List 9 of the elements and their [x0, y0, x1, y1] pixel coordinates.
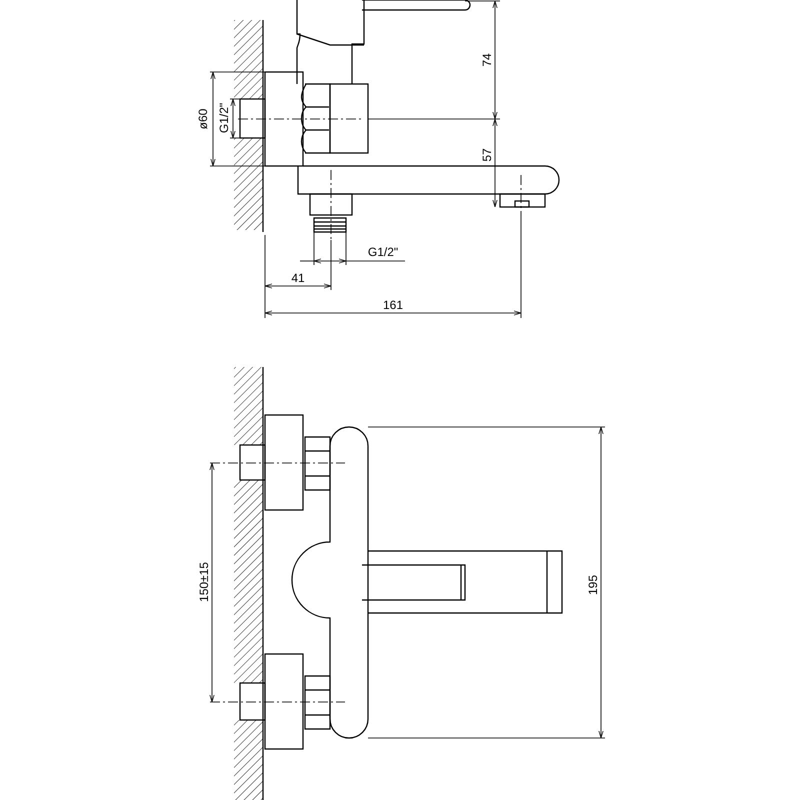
- dimension-label: 161: [382, 299, 404, 311]
- dimension-label: 74: [481, 53, 493, 67]
- dimension-label: 195: [587, 574, 599, 596]
- dimension-label: G1/2": [218, 102, 230, 134]
- dimension-label: G1/2": [368, 246, 398, 258]
- dimension-label: 57: [481, 148, 493, 162]
- dimension-label: 150±15: [198, 562, 210, 602]
- dimension-label: 41: [291, 272, 305, 284]
- dimension-label: ø60: [197, 108, 209, 130]
